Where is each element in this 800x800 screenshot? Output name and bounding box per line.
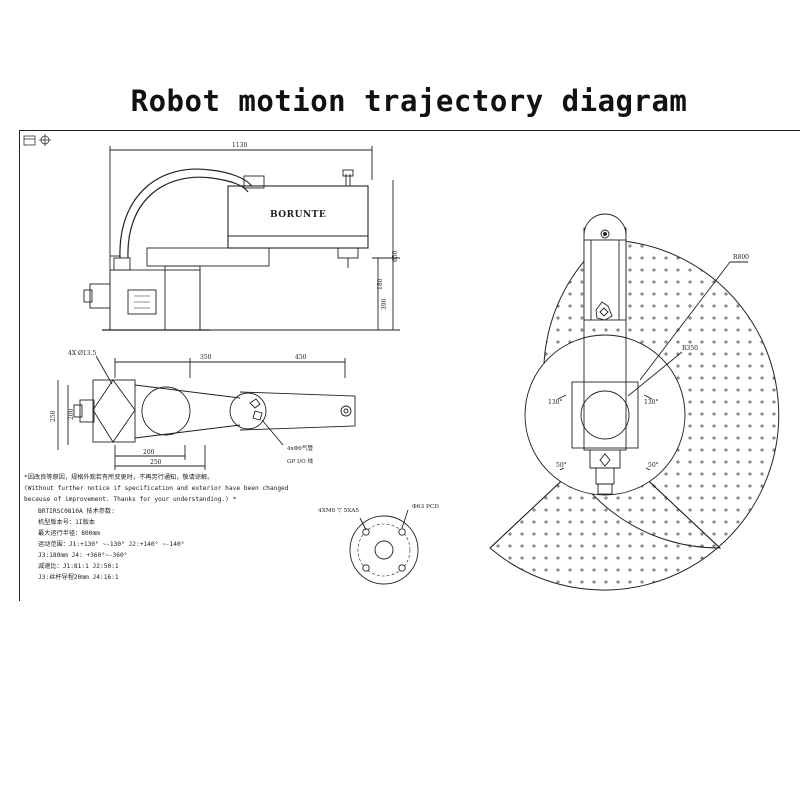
- dim-hole: 4X Ø13.5: [68, 350, 96, 357]
- radius-outer: R800: [733, 254, 749, 261]
- flange-view: [349, 509, 419, 585]
- drawing-sheet: [19, 130, 800, 601]
- dim-column: 180: [377, 278, 384, 290]
- note-line: J3:丝杆导程20mm J4:16:1: [38, 574, 119, 581]
- angle-left: 130°: [548, 399, 562, 406]
- dim-base-inner: 200: [68, 408, 75, 420]
- note-line: *因改良等原因，规格外观若有所变更时，不再另行通知，敬请谅解。: [24, 474, 214, 481]
- dim-base-outer: 250: [50, 410, 57, 422]
- callout-io-cable: GP I/O 线: [287, 457, 313, 465]
- note-line: 运动范围：J1:+130° ~-130° J2:+140° ~-140°: [38, 541, 185, 548]
- dim-arm2: 450: [295, 354, 307, 361]
- angle-right: 130°: [644, 399, 658, 406]
- note-line: J3:180mm J4: +360°~-360°: [38, 552, 128, 559]
- dim-bottom-b: 250: [150, 459, 162, 466]
- layout-icon[interactable]: [23, 135, 36, 146]
- top-view: [57, 355, 356, 470]
- callout-flange-pcd: Φ63 PCD: [412, 504, 439, 510]
- brand-label: BORUNTE: [270, 210, 326, 220]
- note-line: BRTIRSC0810A 技术参数:: [38, 508, 115, 515]
- radius-inner: R350: [682, 345, 698, 352]
- dim-arm1: 350: [200, 354, 212, 361]
- dim-total-height: 650: [392, 250, 399, 262]
- dim-base-height: 390: [381, 298, 388, 310]
- dim-total-width: 1130: [232, 142, 247, 149]
- callout-air-tube: 4xΦ6气管: [287, 444, 313, 452]
- note-line: (Without further notice if specification…: [24, 485, 289, 492]
- workspace-view: R800 R350 130° 130° 50° 50°: [489, 213, 780, 591]
- note-line: 最大运行半径：800mm: [38, 530, 100, 537]
- dim-bottom-a: 200: [143, 449, 155, 456]
- side-view: [83, 146, 400, 331]
- callout-flange-holes: 4XM6 ▽ 5XA5: [318, 508, 359, 514]
- angle-bottom-left: 50°: [556, 462, 567, 469]
- note-line: because of improvement. Thanks for your …: [24, 496, 237, 503]
- page-title: Robot motion trajectory diagram: [130, 84, 688, 118]
- angle-bottom-right: 50°: [648, 462, 659, 469]
- crosshair-icon[interactable]: [39, 134, 51, 146]
- note-line: 机型版本号：1I版本: [38, 519, 95, 526]
- note-line: 减速比：J1:81:1 J2:50:1: [38, 563, 119, 570]
